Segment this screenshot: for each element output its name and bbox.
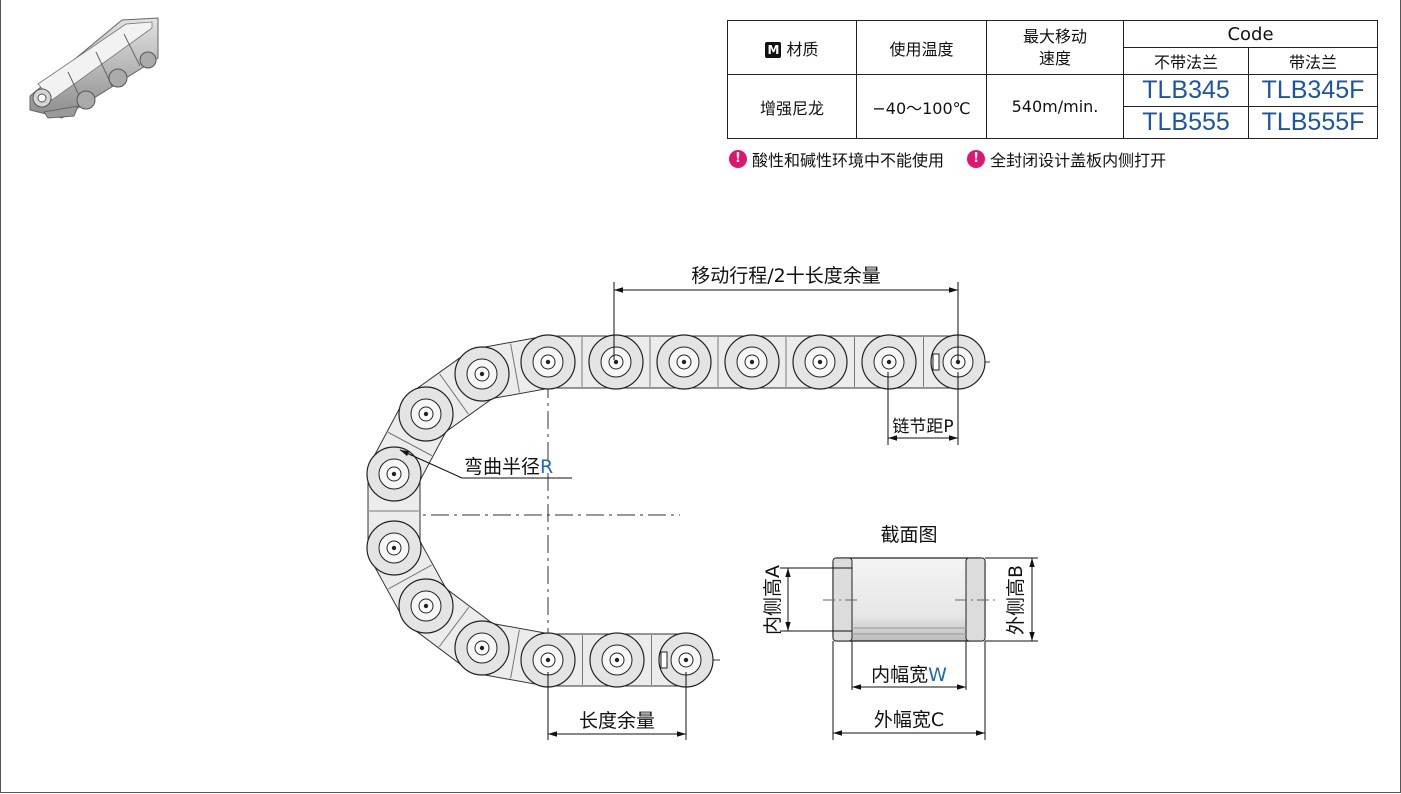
chain-pin [588,334,644,390]
stroke-dimension [613,282,959,360]
chain-pin [398,386,454,442]
chain-link-joint [387,431,433,457]
extra-length-label: 长度余量 [579,710,655,732]
chain-pin [520,632,576,688]
chain-pin [656,334,712,390]
material-badge-icon: M [765,41,782,58]
temperature-value: −40～100℃ [856,74,987,139]
chain-link-joint [438,606,470,648]
pitch-label: 链节距P [892,417,953,437]
inner-height-label: 内侧高A [762,565,784,635]
bend-radius-label: 弯曲半径R [464,456,553,478]
cross-section [823,557,996,642]
inner-width-label: 内幅宽W [871,664,947,686]
inner-width-symbol: W [928,664,947,686]
chain-link-joint [510,343,520,393]
chain-end-tab [932,353,940,371]
speed-value: 540m/min. [986,74,1124,139]
pitch-dimension [887,372,959,445]
chain-pin [398,578,454,634]
chain-pin [724,334,780,390]
chain-link-joint [439,373,469,415]
speed-header: 最大移动 速度 [986,20,1124,75]
material-value: 增强尼龙 [727,74,857,139]
code-link[interactable]: TLB555F [1248,106,1378,139]
warning-icon: ! [967,150,986,168]
chain-link-joint [388,564,432,590]
extra-length-dimension [547,672,687,740]
chain-pin [366,520,422,576]
notes: !酸性和碱性环境中不能使用 !全封闭设计盖板内侧打开 [729,147,1184,171]
temperature-header: 使用温度 [856,20,987,75]
no-flange-header: 不带法兰 [1123,47,1249,75]
outer-height-label: 外侧高B [1005,565,1027,635]
chain-pin [520,334,576,390]
section-dimensions [780,557,1038,740]
code-link[interactable]: TLB345F [1248,74,1378,107]
stroke-label: 移动行程/2十长度余量 [691,265,881,287]
product-thumbnail [29,17,159,119]
warning-icon: ! [729,150,747,168]
note-item: !酸性和碱性环境中不能使用 [729,147,944,171]
code-link[interactable]: TLB555 [1123,106,1249,139]
chain-pin [454,346,510,402]
chain-end-tab [660,651,668,669]
chain-pin [861,334,917,390]
bend-radius-symbol: R [540,456,553,478]
chain-pin [658,632,714,688]
bend-radius-leader [399,449,572,479]
outer-width-label: 外幅宽C [874,709,944,731]
chain-pin [792,334,848,390]
note-item: !全封闭设计盖板内侧打开 [967,147,1166,171]
chain-pin [366,446,422,502]
chain-pin [589,632,645,688]
chain-link-joint [510,629,520,679]
section-title: 截面图 [880,524,937,546]
chain-pin [454,620,510,676]
